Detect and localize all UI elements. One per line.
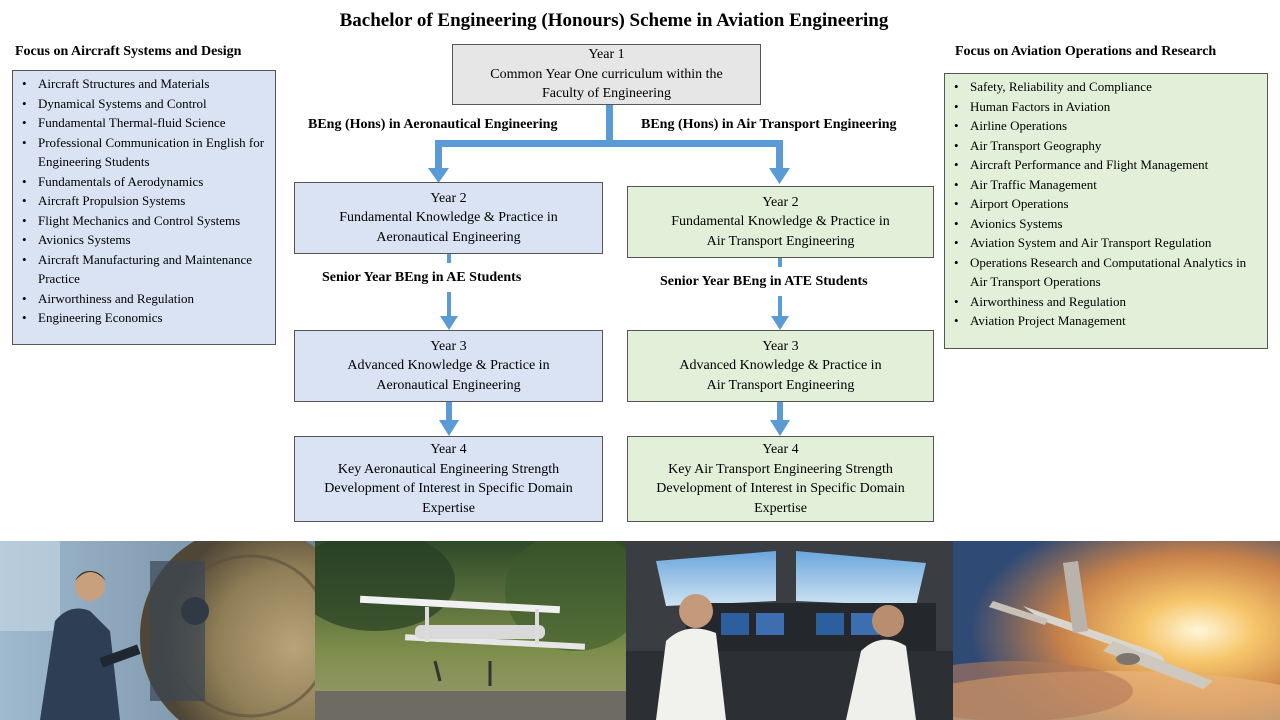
list-item: Airworthiness and Regulation — [19, 289, 269, 309]
year-description: Advanced Knowledge & Practice in — [679, 358, 882, 374]
ate-year3-box: Year 3 Advanced Knowledge & Practice in … — [627, 330, 934, 402]
list-item: Human Factors in Aviation — [951, 97, 1261, 117]
list-item: Airport Operations — [951, 194, 1261, 214]
year-description: Faculty of Engineering — [541, 86, 672, 102]
cockpit-pilots-photo — [626, 541, 953, 720]
connector-left-stem — [435, 140, 442, 170]
connector-stem — [446, 402, 452, 422]
list-item: Flight Mechanics and Control Systems — [19, 211, 269, 231]
arrow-head — [769, 168, 790, 184]
page-title: Bachelor of Engineering (Honours) Scheme… — [339, 10, 889, 31]
list-item: Professional Communication in English fo… — [19, 133, 269, 172]
year-description: Air Transport Engineering — [706, 233, 855, 249]
ate-branch-label: BEng (Hons) in Air Transport Engineering — [641, 117, 897, 132]
year-description: Development of Interest in Specific Doma… — [656, 481, 905, 496]
arrow-head — [770, 420, 790, 436]
year-heading: Year 3 — [762, 338, 799, 354]
list-item: Dynamical Systems and Control — [19, 94, 269, 114]
list-item: Safety, Reliability and Compliance — [951, 77, 1261, 97]
year-description: Aeronautical Engineering — [376, 377, 521, 393]
ate-year4-box: Year 4 Key Air Transport Engineering Str… — [627, 436, 934, 522]
arrow-head — [771, 316, 789, 330]
connector-dash — [447, 254, 451, 263]
year-heading: Year 4 — [430, 442, 467, 457]
list-item: Operations Research and Computational An… — [951, 253, 1261, 292]
year-description: Key Air Transport Engineering Strength — [668, 461, 893, 477]
connector-stem — [778, 296, 782, 318]
small-uav-aircraft-photo — [315, 541, 626, 720]
ae-year2-box: Year 2 Fundamental Knowledge & Practice … — [294, 182, 603, 254]
list-item: Aviation System and Air Transport Regula… — [951, 233, 1261, 253]
connector-trunk — [606, 104, 613, 146]
right-focus-panel: Safety, Reliability and Compliance Human… — [944, 73, 1268, 349]
arrow-head — [439, 420, 459, 436]
year-description: Expertise — [422, 500, 475, 516]
year-description: Fundamental Knowledge & Practice in — [671, 214, 890, 230]
year-description: Development of Interest in Specific Doma… — [324, 481, 573, 496]
ate-senior-label: Senior Year BEng in ATE Students — [660, 274, 868, 289]
list-item: Fundamental Thermal-fluid Science — [19, 113, 269, 133]
year-description: Advanced Knowledge & Practice in — [347, 358, 550, 374]
right-focus-heading: Focus on Aviation Operations and Researc… — [955, 44, 1217, 59]
connector-stem — [777, 402, 783, 422]
year1-box: Year 1 Common Year One curriculum within… — [452, 44, 761, 105]
engineer-with-engine-photo — [0, 541, 315, 720]
year-heading: Year 2 — [430, 190, 467, 206]
list-item: Fundamentals of Aerodynamics — [19, 172, 269, 192]
list-item: Aviation Project Management — [951, 311, 1261, 331]
list-item: Aircraft Performance and Flight Manageme… — [951, 155, 1261, 175]
connector-stem — [447, 292, 451, 318]
arrow-head — [428, 168, 449, 183]
list-item: Avionics Systems — [951, 214, 1261, 234]
year-heading: Year 3 — [430, 338, 467, 354]
left-focus-panel: Aircraft Structures and Materials Dynami… — [12, 70, 276, 345]
year-description: Fundamental Knowledge & Practice in — [339, 210, 558, 226]
list-item: Air Transport Geography — [951, 136, 1261, 156]
year-description: Air Transport Engineering — [706, 377, 855, 393]
year-heading: Year 2 — [762, 194, 799, 210]
airliner-sunset-photo — [953, 541, 1280, 720]
list-item: Avionics Systems — [19, 230, 269, 250]
ae-branch-label: BEng (Hons) in Aeronautical Engineering — [308, 117, 558, 132]
left-focus-heading: Focus on Aircraft Systems and Design — [15, 44, 242, 59]
list-item: Aircraft Propulsion Systems — [19, 191, 269, 211]
ate-year2-box: Year 2 Fundamental Knowledge & Practice … — [627, 186, 934, 258]
year-description: Aeronautical Engineering — [376, 229, 521, 245]
year-heading: Year 4 — [762, 442, 799, 457]
list-item: Air Traffic Management — [951, 175, 1261, 195]
connector-right-stem — [776, 140, 783, 170]
year-description: Common Year One curriculum within the — [490, 66, 723, 82]
connector-branch-bar — [435, 140, 783, 147]
list-item: Airline Operations — [951, 116, 1261, 136]
year-description: Expertise — [754, 500, 807, 516]
ae-year4-box: Year 4 Key Aeronautical Engineering Stre… — [294, 436, 603, 522]
year-heading: Year 1 — [588, 47, 625, 63]
ae-senior-label: Senior Year BEng in AE Students — [322, 270, 522, 285]
ae-year3-box: Year 3 Advanced Knowledge & Practice in … — [294, 330, 603, 402]
arrow-head — [440, 316, 458, 330]
flow-connectors — [428, 104, 790, 436]
connector-dash — [778, 258, 782, 267]
year-description: Key Aeronautical Engineering Strength — [337, 461, 560, 477]
list-item: Aircraft Structures and Materials — [19, 74, 269, 94]
list-item: Engineering Economics — [19, 308, 269, 328]
list-item: Aircraft Manufacturing and Maintenance P… — [19, 250, 269, 289]
list-item: Airworthiness and Regulation — [951, 292, 1261, 312]
